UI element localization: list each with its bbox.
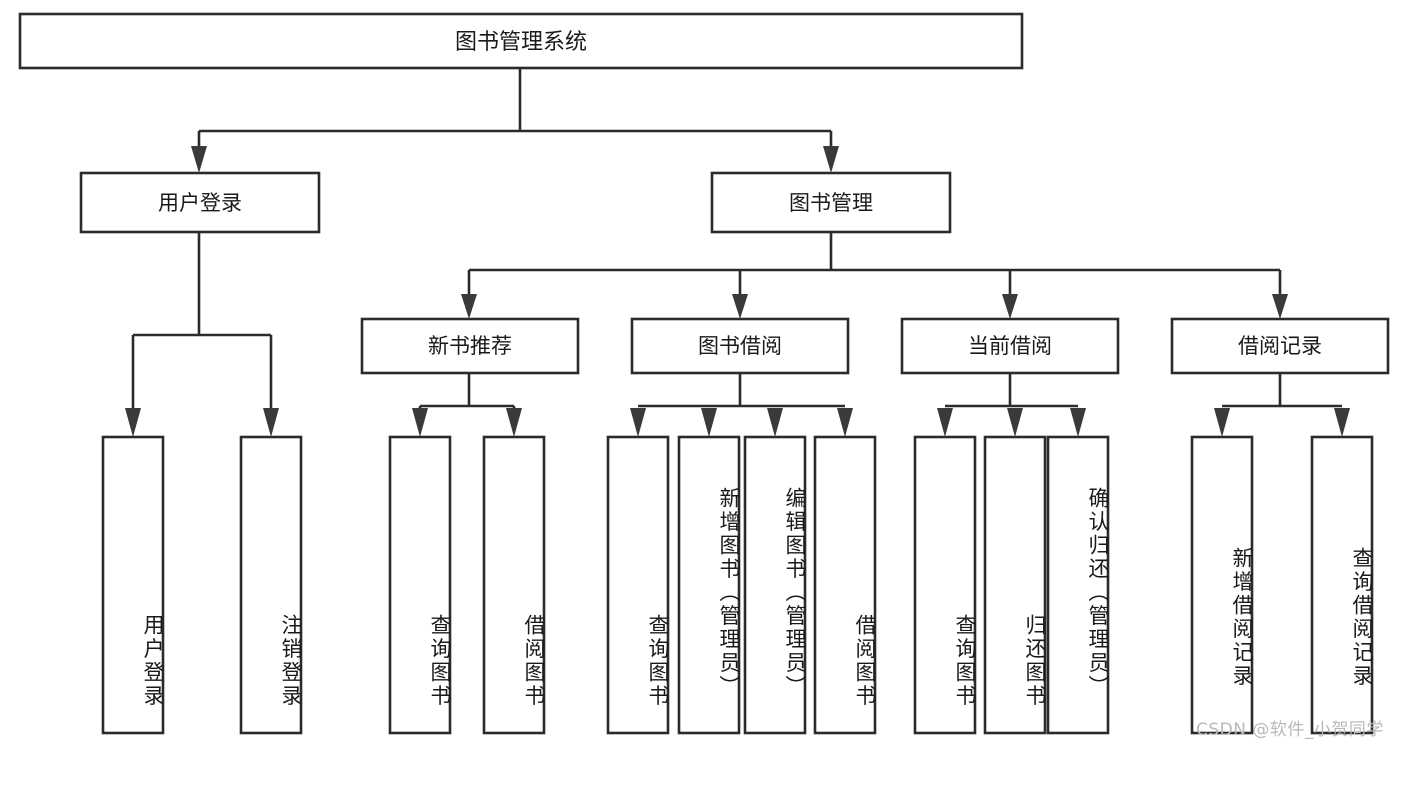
arrow-head-br-leaf-2 <box>1334 408 1350 437</box>
node-current-borrow-label: 当前借阅 <box>968 334 1052 358</box>
leaf-box-nbr-query-book[interactable] <box>388 435 452 735</box>
node-root-label: 图书管理系统 <box>455 30 587 55</box>
arrow-head-nbr-leaf-2 <box>506 408 522 437</box>
arrow-head-user-login <box>191 146 207 173</box>
leaf-box-cb-confirm-return[interactable] <box>1046 435 1110 735</box>
leaf-box-cb-query-book[interactable] <box>913 435 977 735</box>
node-new-book-recommend-box[interactable] <box>360 317 580 375</box>
node-user-login[interactable]: 用户登录 <box>79 171 321 234</box>
leaf-box-bb-edit-book[interactable] <box>743 435 807 735</box>
leaf-box-bb-borrow-book[interactable] <box>813 435 877 735</box>
connectors-current-borrow-to-leaves <box>937 373 1086 437</box>
arrow-head-cb-leaf-3 <box>1070 408 1086 437</box>
leaf-box-nbr-borrow-book[interactable] <box>482 435 546 735</box>
node-borrow-record[interactable]: 借阅记录 <box>1170 317 1390 375</box>
leaf-box-logout[interactable] <box>239 435 303 735</box>
node-book-manage[interactable]: 图书管理 <box>710 171 952 234</box>
node-new-book-recommend[interactable]: 新书推荐 <box>360 317 580 375</box>
leaf-boxes-user-login[interactable] <box>101 435 303 735</box>
node-user-login-box[interactable] <box>79 171 321 234</box>
node-current-borrow[interactable]: 当前借阅 <box>900 317 1120 375</box>
node-current-borrow-box[interactable] <box>900 317 1120 375</box>
leaf-box-bb-query-book[interactable] <box>606 435 670 735</box>
arrow-head-leaf-logout <box>263 408 279 437</box>
connectors-borrow-record-to-leaves <box>1214 373 1350 437</box>
connectors-root-to-level2 <box>191 68 839 173</box>
node-book-borrow-box[interactable] <box>630 317 850 375</box>
connectors-book-manage-to-level3 <box>461 232 1288 319</box>
node-book-manage-label: 图书管理 <box>789 191 873 215</box>
watermark-text: CSDN @软件_小贺同学 <box>1196 720 1384 740</box>
arrow-head-bb-leaf-4 <box>837 408 853 437</box>
leaf-boxes-book-borrow[interactable] <box>606 435 877 735</box>
arrow-head-book-manage <box>823 146 839 173</box>
connectors-book-borrow-to-leaves <box>630 373 853 437</box>
leaf-box-cb-return-book[interactable] <box>983 435 1047 735</box>
tree-diagram-svg: 图书管理系统 用户登录 图书管理 新书推荐 图书借阅 当前借阅 借阅记录 <box>18 12 1390 735</box>
node-borrow-record-box[interactable] <box>1170 317 1390 375</box>
arrow-head-br-leaf-1 <box>1214 408 1230 437</box>
leaf-box-br-query-record[interactable] <box>1310 435 1374 735</box>
leaf-box-user-login[interactable] <box>101 435 165 735</box>
node-root-box[interactable] <box>18 12 1024 70</box>
arrow-head-bb-leaf-1 <box>630 408 646 437</box>
node-user-login-label: 用户登录 <box>158 191 242 215</box>
leaf-boxes-current-borrow[interactable] <box>913 435 1110 735</box>
arrow-head-bb-leaf-3 <box>767 408 783 437</box>
node-book-borrow-label: 图书借阅 <box>698 334 782 358</box>
arrow-head-bb-leaf-2 <box>701 408 717 437</box>
connectors-new-book-recommend-to-leaves <box>412 373 522 437</box>
arrow-head-borrow-record <box>1272 294 1288 319</box>
leaf-boxes-new-book-recommend[interactable] <box>388 435 546 735</box>
leaf-box-br-add-record[interactable] <box>1190 435 1254 735</box>
connectors-user-login-to-leaves <box>125 232 279 437</box>
node-new-book-recommend-label: 新书推荐 <box>428 334 512 358</box>
diagram-canvas: 图书管理系统 用户登录 图书管理 新书推荐 图书借阅 当前借阅 借阅记录 <box>18 12 1390 740</box>
leaf-boxes-borrow-record[interactable] <box>1190 435 1374 735</box>
node-root[interactable]: 图书管理系统 <box>18 12 1024 70</box>
arrow-head-nbr-leaf-1 <box>412 408 428 437</box>
arrow-head-leaf-user-login <box>125 408 141 437</box>
arrow-head-current-borrow <box>1002 294 1018 319</box>
arrow-head-new-book-recommend <box>461 294 477 319</box>
arrow-head-book-borrow <box>732 294 748 319</box>
arrow-head-cb-leaf-1 <box>937 408 953 437</box>
node-borrow-record-label: 借阅记录 <box>1238 334 1322 358</box>
leaf-box-bb-add-book[interactable] <box>677 435 741 735</box>
node-book-borrow[interactable]: 图书借阅 <box>630 317 850 375</box>
node-book-manage-box[interactable] <box>710 171 952 234</box>
arrow-head-cb-leaf-2 <box>1007 408 1023 437</box>
